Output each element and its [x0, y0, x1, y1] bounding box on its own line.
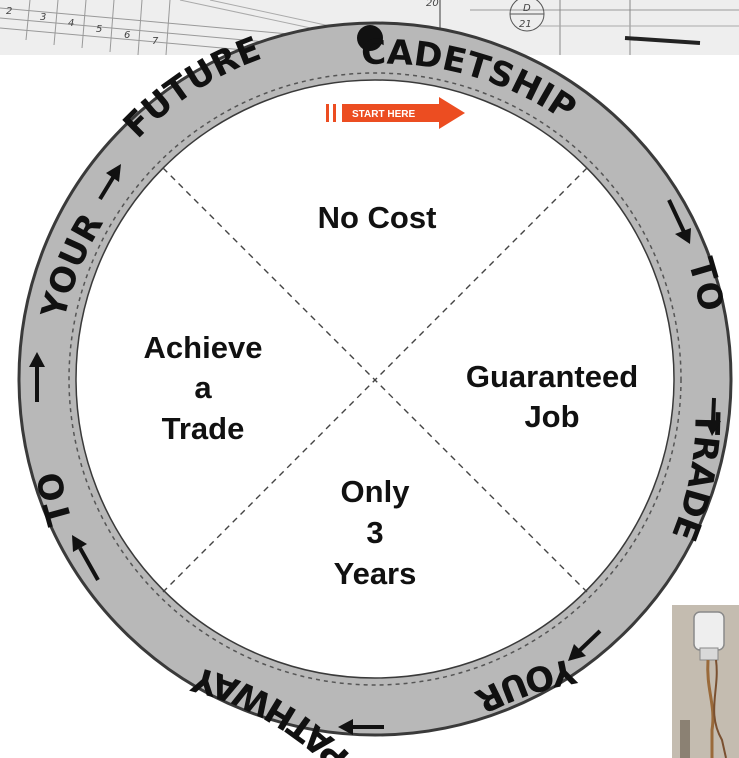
start-here-label: START HERE [352, 109, 415, 120]
start-stripe-2 [333, 104, 336, 122]
segment-bottom-line-1: Only [341, 474, 411, 509]
plan-number-2: 3 [40, 12, 46, 23]
ring-arrow-bottom-left-icon [338, 719, 384, 735]
ring-arrow-top-left-icon [98, 164, 121, 201]
plan-number-1: 2 [6, 6, 12, 17]
plan-number-6: 7 [152, 36, 159, 47]
plan-number-3: 4 [68, 18, 74, 29]
ring-arrow-left-upper-icon [29, 352, 45, 402]
plan-number-partial: 20 [426, 0, 439, 9]
plan-number-4: 5 [96, 24, 102, 35]
right-arrow-icon [342, 97, 465, 129]
ring-arrow-right-lower-icon [705, 397, 721, 436]
segment-bottom-line-2: 3 [366, 515, 383, 550]
dimension-marker-top: D [523, 3, 531, 14]
divider-line-2 [162, 167, 588, 593]
ring-arrow-left-lower-icon [72, 535, 100, 581]
start-stripe-1 [326, 104, 329, 122]
hole-dot [357, 25, 383, 51]
segment-right-line-1: Guaranteed [466, 359, 638, 394]
dimension-marker-bottom: 21 [519, 19, 532, 30]
plumbing-photo-fragment [672, 605, 739, 758]
segment-left-line-2: a [194, 370, 212, 405]
inner-disc [75, 79, 675, 679]
segment-left-line-1: Achieve [144, 330, 263, 365]
start-here-marker: START HERE [326, 97, 465, 129]
outer-ring-edge [17, 21, 733, 737]
segment-bottom-line-3: Years [334, 556, 417, 591]
plan-number-5: 6 [124, 30, 130, 41]
segment-right-line-2: Job [524, 399, 579, 434]
dashed-cut-line [68, 72, 682, 686]
ring-arrow-bottom-right-icon [568, 629, 602, 661]
segment-top-line-1: No Cost [318, 200, 437, 235]
segment-left-line-3: Trade [162, 411, 245, 446]
ring-arrow-right-upper-icon [667, 199, 691, 244]
